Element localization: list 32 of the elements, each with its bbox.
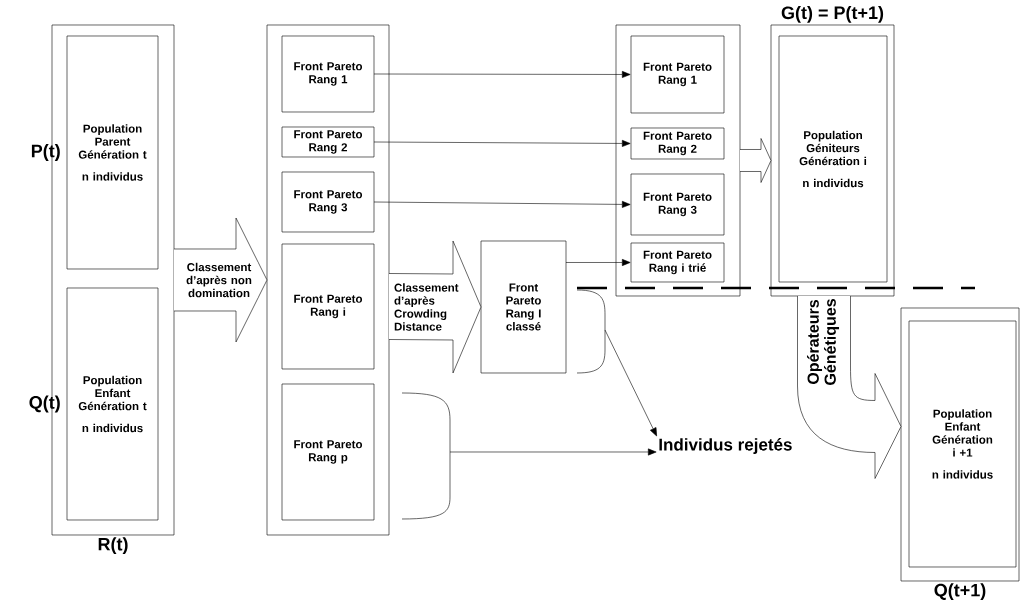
arrow — [565, 259, 631, 266]
front-box: Front Pareto Rang I classé — [480, 240, 567, 374]
edge-label: Opérateurs Génétiques — [806, 296, 840, 388]
population-box: Population Parent Génération t n individus P(t) — [31, 35, 159, 270]
block-arrow — [739, 138, 772, 183]
front-box: Front Pareto Rang 2 — [281, 126, 375, 158]
front-box: Front Pareto Rang p — [281, 383, 375, 521]
arrow — [401, 392, 657, 520]
arrow — [604, 329, 657, 437]
front-box: Front Pareto Rang i — [281, 243, 375, 370]
arrow — [373, 140, 631, 147]
edge-label: Classement d’après non domination — [180, 262, 258, 298]
arrow — [373, 71, 631, 78]
front-box: Front Pareto Rang 3 — [630, 173, 725, 236]
edge-label: Classement d’après Crowding Distance — [393, 282, 469, 332]
front-box: Front Pareto Rang 1 — [281, 35, 375, 113]
population-box: Population Enfant Génération t n individus Q(t) — [29, 287, 159, 521]
node-label: R(t) — [98, 537, 128, 555]
column-box — [615, 24, 741, 297]
front-box: Front Pareto Rang i trié — [630, 242, 725, 283]
arrow — [373, 200, 631, 208]
column-box — [266, 24, 390, 536]
front-box: Front Pareto Rang 2 — [630, 127, 725, 160]
node-label: Q(t) — [29, 395, 60, 413]
front-box: Front Pareto Rang 1 — [630, 35, 725, 114]
node-label: Q(t+1) — [934, 583, 986, 601]
node-label: P(t) — [31, 144, 60, 161]
front-box: Front Pareto Rang 3 — [281, 171, 375, 233]
population-box: Population Enfant Génération i +1 n individus — [908, 320, 1017, 568]
rejected-text: Individus rejetés — [659, 438, 792, 454]
node-label: G(t) = P(t+1) — [781, 5, 884, 23]
population-box: Population Géniteurs Génération i n individus — [778, 35, 888, 283]
